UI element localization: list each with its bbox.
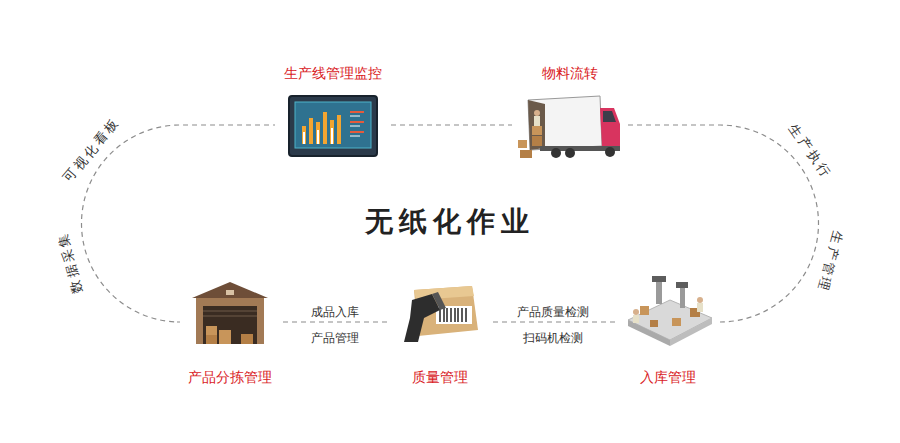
curve-label: 数据采集: [54, 229, 86, 295]
dashed-connector: [82, 125, 276, 322]
edge-label: 产品质量检测: [515, 305, 591, 320]
scanner-icon: [404, 286, 478, 342]
node-label: 入库管理: [615, 368, 721, 386]
curve-label: 可视化看板: [60, 114, 124, 186]
curve-label: 生产管理: [814, 229, 846, 295]
icon-node: 入库管理: [615, 268, 721, 386]
icon-node: 生产线管理监控: [275, 64, 391, 160]
node-label: 生产线管理监控: [275, 64, 391, 82]
warehouse-icon: [192, 282, 268, 344]
edge-label: 成品入库: [309, 305, 361, 320]
dashed-connector: [628, 125, 819, 322]
truck-icon: [518, 96, 620, 158]
icon-node: 质量管理: [387, 278, 493, 386]
monitor-icon: [289, 96, 377, 156]
dashed-connector: [283, 321, 387, 322]
line-label: 扫码机检测: [521, 331, 585, 346]
node-label: 质量管理: [387, 368, 493, 386]
diagram-title: 无纸化作业: [365, 203, 535, 241]
node-label: 物料流转: [512, 64, 628, 82]
dashed-connector: [493, 321, 615, 322]
line-label: 产品管理: [309, 331, 361, 346]
robot-icon: [628, 276, 712, 346]
icon-node: 物料流转: [512, 64, 628, 162]
curve-label: 生产执行: [785, 121, 835, 183]
icon-node: 产品分拣管理: [177, 278, 283, 386]
node-label: 产品分拣管理: [177, 368, 283, 386]
dashed-connector: [391, 124, 512, 125]
